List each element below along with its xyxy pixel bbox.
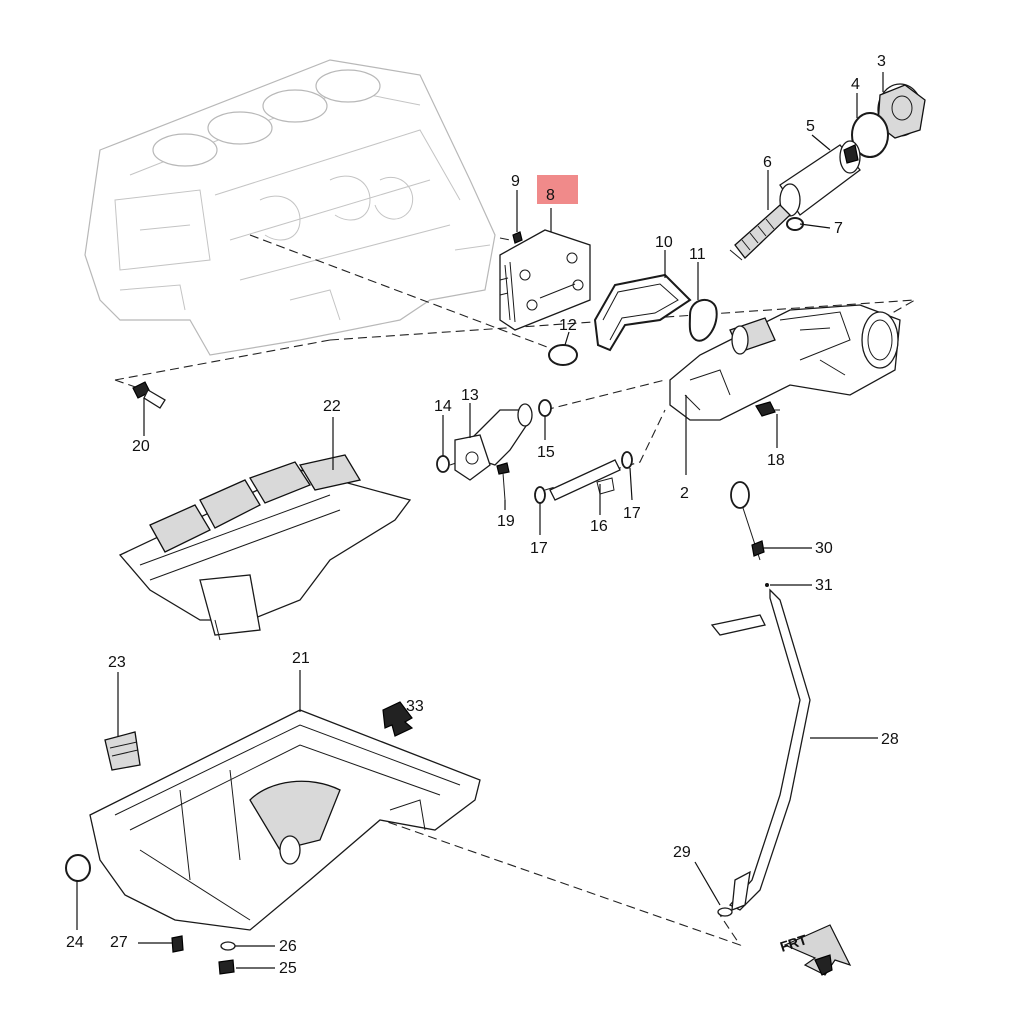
front-arrow: FRT [778, 924, 852, 976]
oil-tube [549, 459, 621, 501]
vent-filter [104, 731, 141, 771]
callout-28: 28 [881, 731, 899, 748]
callout-9: 9 [511, 173, 520, 190]
callout-3: 3 [877, 53, 886, 70]
seal-ring [534, 486, 546, 504]
callout-2: 2 [680, 485, 689, 502]
callout-4: 4 [851, 76, 860, 93]
callout-29: 29 [673, 844, 691, 861]
bypass-valve [729, 204, 791, 261]
drain-plug [218, 959, 235, 975]
pan-bolt [171, 935, 184, 953]
callout-24: 24 [66, 934, 84, 951]
callout-11: 11 [689, 246, 706, 263]
dipstick-tube [710, 588, 811, 911]
callout-12: 12 [559, 317, 577, 334]
callout-26: 26 [279, 938, 297, 955]
oil-pipe-fitting [454, 403, 533, 481]
callout-6: 6 [763, 154, 772, 171]
drain-washer [220, 941, 236, 951]
callout-30: 30 [815, 540, 833, 557]
o-ring-seal [548, 344, 578, 366]
oil-filter-cap [877, 83, 926, 139]
callout-18: 18 [767, 452, 785, 469]
callout-20: 20 [132, 438, 150, 455]
callout-25: 25 [279, 960, 297, 977]
callout-19: 19 [497, 513, 515, 530]
callout-31: 31 [815, 577, 833, 594]
oval-seal [688, 299, 718, 342]
bolt [496, 462, 510, 501]
view-arrow-33 [382, 701, 414, 737]
sensor [132, 381, 166, 409]
oil-pump-baffle [118, 454, 412, 641]
drain-seal [65, 854, 91, 882]
oil-filter-element [779, 140, 861, 217]
dipstick [730, 481, 765, 561]
callout-22: 22 [323, 398, 341, 415]
oil-cooler [499, 229, 591, 331]
callout-21: 21 [292, 650, 310, 667]
oil-pan [89, 709, 481, 931]
tube-seal [717, 907, 733, 917]
seal-ring [538, 399, 552, 417]
callout-15: 15 [537, 444, 555, 461]
gasket [593, 273, 692, 352]
callout-17b: 17 [530, 540, 548, 557]
callout-7: 7 [834, 220, 843, 237]
callout-17a: 17 [623, 505, 641, 522]
callout-33: 33 [406, 698, 424, 715]
cap-seal [851, 112, 889, 158]
callout-14: 14 [434, 398, 452, 415]
callout-27: 27 [110, 934, 128, 951]
seal-ring [621, 451, 633, 469]
callout-23: 23 [108, 654, 126, 671]
leader-lines [76, 72, 884, 969]
callout-13: 13 [461, 387, 479, 404]
callout-10: 10 [655, 234, 673, 251]
bolt [755, 401, 780, 417]
callout-8: 8 [546, 187, 555, 204]
bolt [512, 231, 523, 244]
highlight-box-8 [537, 175, 578, 204]
callout-16: 16 [590, 518, 608, 535]
callout-5: 5 [806, 118, 815, 135]
engine-block [84, 59, 496, 356]
callout-labels: 3 4 5 6 7 8 9 10 11 12 13 14 15 16 17 17… [66, 53, 899, 977]
oil-filter-housing [669, 304, 901, 421]
seal-ring [436, 455, 450, 473]
